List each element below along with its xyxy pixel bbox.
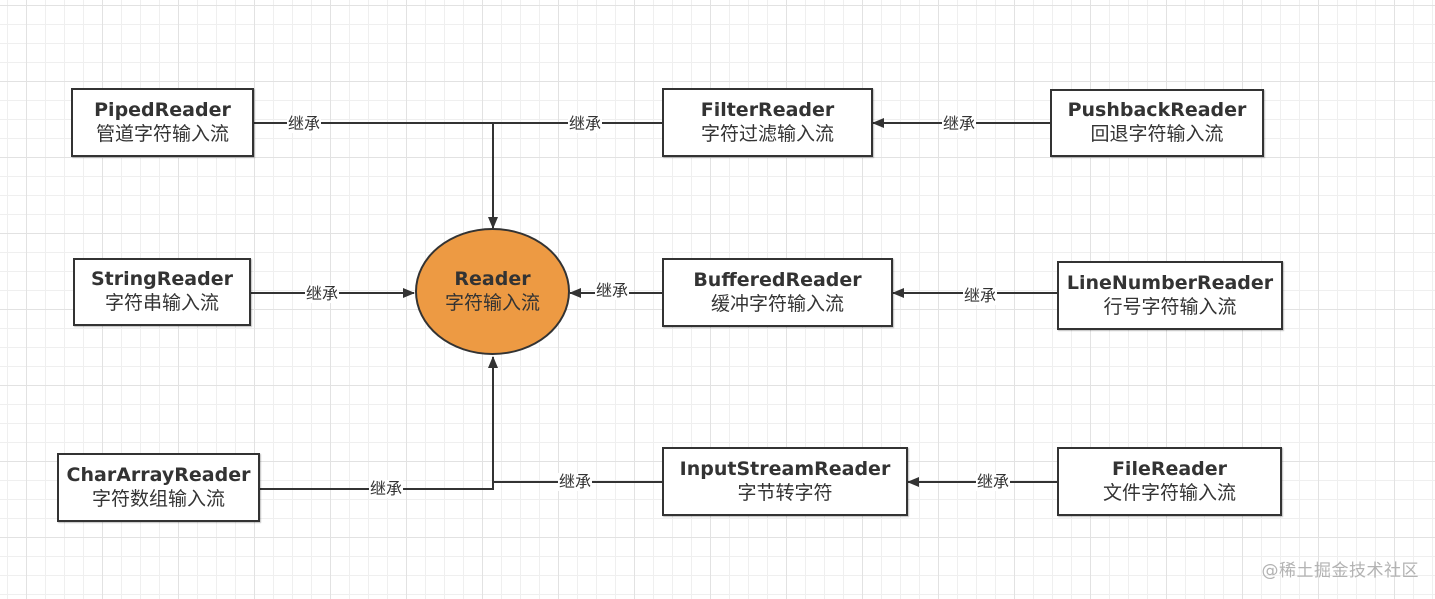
node-reader[interactable]: Reader 字符输入流 (415, 228, 570, 355)
node-buffered-reader[interactable]: BufferedReader 缓冲字符输入流 (662, 258, 893, 327)
node-name: FilterReader (700, 98, 835, 121)
node-reader-desc: 字符输入流 (444, 291, 540, 314)
edge-label-inputstream: 继承 (557, 472, 593, 491)
edge-label-file: 继承 (975, 472, 1011, 491)
node-name: FileReader (1111, 457, 1228, 480)
edge-inputstream-to-reader (488, 356, 662, 483)
node-desc: 文件字符输入流 (1102, 481, 1236, 504)
node-desc: 行号字符输入流 (1103, 295, 1237, 318)
node-name: CharArrayReader (66, 463, 251, 486)
node-desc: 缓冲字符输入流 (710, 292, 844, 315)
node-linenumber-reader[interactable]: LineNumberReader 行号字符输入流 (1057, 261, 1283, 330)
node-desc: 字符数组输入流 (91, 487, 225, 510)
node-reader-name: Reader (454, 267, 531, 290)
edge-label-piped: 继承 (286, 114, 322, 133)
node-desc: 回退字符输入流 (1090, 123, 1224, 145)
node-name: LineNumberReader (1066, 271, 1274, 294)
node-desc: 字符串输入流 (104, 292, 219, 314)
node-inputstream-reader[interactable]: InputStreamReader 字节转字符 (662, 447, 908, 516)
edge-label-buffered: 继承 (594, 281, 630, 300)
node-desc: 字符过滤输入流 (700, 122, 834, 145)
edge-label-pushback: 继承 (941, 114, 977, 133)
node-string-reader[interactable]: StringReader 字符串输入流 (73, 258, 251, 326)
node-file-reader[interactable]: FileReader 文件字符输入流 (1057, 447, 1282, 516)
edge-label-chararray: 继承 (368, 479, 404, 498)
edge-label-string: 继承 (304, 284, 340, 303)
node-name: PushbackReader (1067, 99, 1247, 122)
node-name: InputStreamReader (679, 457, 891, 480)
node-name: BufferedReader (693, 268, 862, 291)
node-name: StringReader (91, 268, 233, 291)
edge-filter-to-reader (488, 122, 662, 229)
node-filter-reader[interactable]: FilterReader 字符过滤输入流 (662, 88, 873, 157)
node-desc: 字节转字符 (737, 481, 833, 504)
node-name: PipedReader (94, 98, 231, 121)
node-chararray-reader[interactable]: CharArrayReader 字符数组输入流 (57, 453, 260, 522)
node-desc: 管道字符输入流 (95, 122, 229, 145)
edge-label-filter: 继承 (567, 114, 603, 133)
node-piped-reader[interactable]: PipedReader 管道字符输入流 (71, 88, 254, 157)
node-pushback-reader[interactable]: PushbackReader 回退字符输入流 (1050, 89, 1264, 157)
watermark: @稀土掘金技术社区 (1261, 561, 1419, 581)
edge-chararray-to-reader (260, 482, 494, 490)
edge-label-linenumber: 继承 (962, 286, 998, 305)
